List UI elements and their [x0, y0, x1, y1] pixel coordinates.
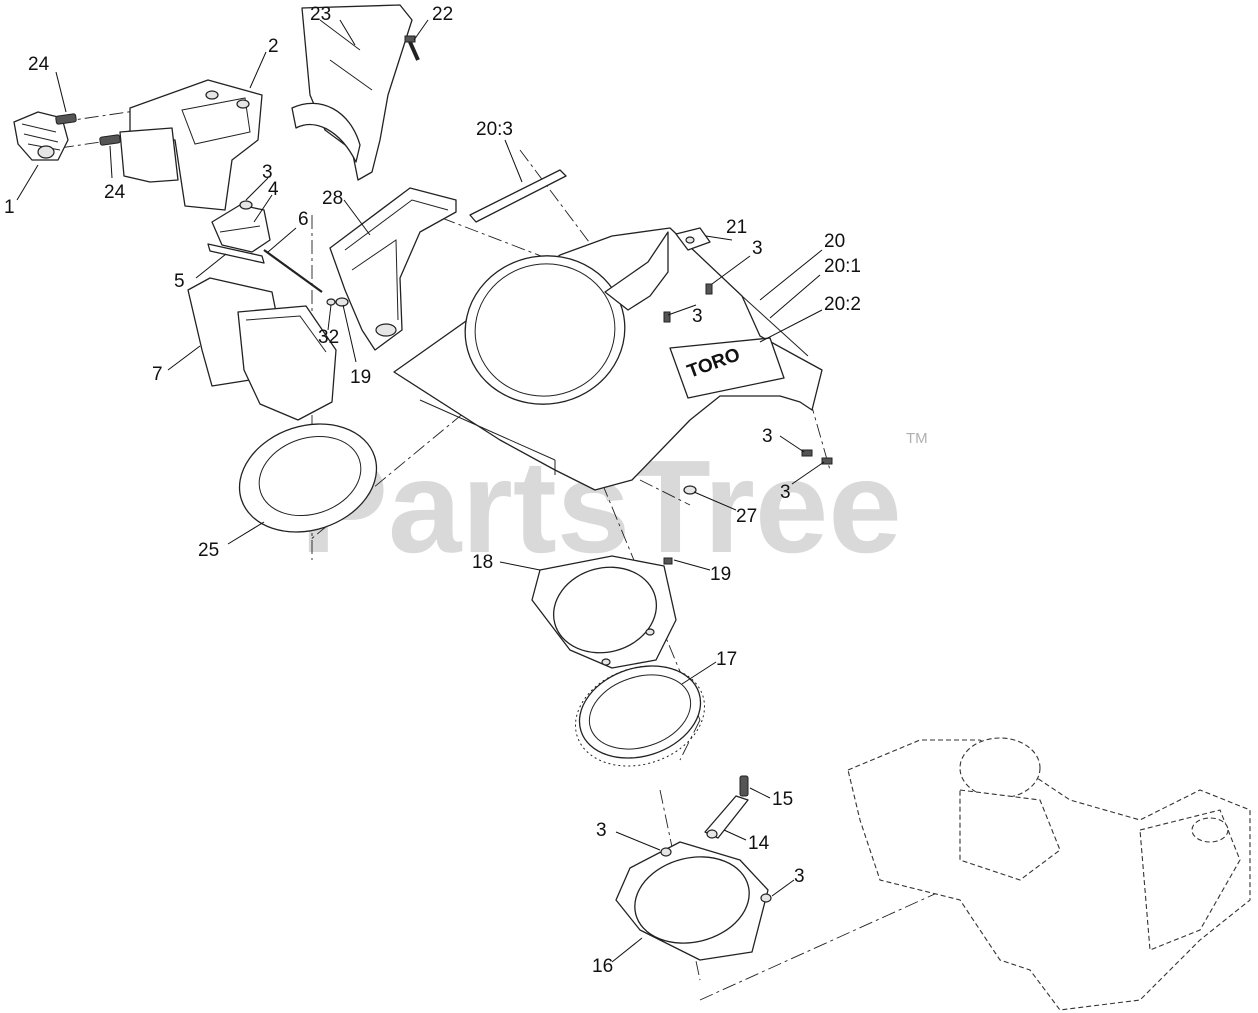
auger-housing-reference — [847, 737, 1251, 1011]
callout-3: 3 — [752, 238, 763, 259]
part-28-chute-housing — [329, 187, 457, 351]
callout-27: 27 — [736, 506, 757, 527]
callout-20: 20 — [824, 231, 845, 252]
part-23-chute-deflector — [291, 4, 413, 181]
part-24-springs — [55, 113, 121, 146]
callout-3: 3 — [780, 482, 791, 503]
callout-24: 24 — [104, 182, 126, 203]
callout-25: 25 — [198, 540, 219, 561]
part-17-ring-gear — [575, 665, 705, 767]
callout-21: 21 — [726, 217, 747, 238]
callout-19: 19 — [350, 367, 371, 388]
callout-3: 3 — [596, 820, 607, 841]
callout-24: 24 — [28, 54, 50, 75]
part-15-spring — [739, 775, 749, 797]
part-6-rod — [263, 249, 323, 293]
callout-20-2: 20:2 — [824, 294, 861, 315]
callout-23: 23 — [310, 4, 331, 25]
callout-2: 2 — [268, 36, 279, 57]
callout-15: 15 — [772, 789, 793, 810]
callout-28: 28 — [322, 188, 343, 209]
part-14-lever — [704, 795, 749, 839]
part-22-screw — [404, 35, 420, 61]
part-4-pivot-bracket — [211, 200, 271, 253]
leader-lines — [16, 19, 825, 963]
part-20-housing: TORO — [393, 227, 823, 491]
callout-labels: 1 2 3 3 3 3 3 3 3 4 5 6 7 14 15 16 17 18… — [4, 4, 861, 977]
callout-20-3: 20:3 — [476, 119, 513, 140]
part-21-bracket — [675, 227, 711, 251]
callout-32: 32 — [318, 327, 339, 348]
part-19-screw-upper — [335, 297, 349, 307]
part-25-gasket-ring — [238, 423, 378, 533]
part-1-knob — [13, 111, 69, 161]
callout-18: 18 — [472, 552, 493, 573]
part-16-bottom-plate — [615, 841, 772, 961]
callout-4: 4 — [268, 179, 279, 200]
callout-1: 1 — [4, 197, 15, 218]
callout-3: 3 — [794, 866, 805, 887]
part-7-cover — [187, 277, 337, 421]
callout-3: 3 — [692, 306, 703, 327]
part-18-mounting-plate — [531, 555, 677, 669]
callout-14: 14 — [748, 833, 770, 854]
part-20-3-strip — [469, 169, 567, 223]
part-19-screw-lower — [663, 557, 673, 565]
housing-screws — [663, 283, 833, 495]
callout-16: 16 — [592, 956, 613, 977]
callout-19: 19 — [710, 564, 731, 585]
callout-3: 3 — [762, 426, 773, 447]
part-32-washer — [326, 298, 336, 306]
part-2-control-panel — [119, 79, 263, 211]
callout-22: 22 — [432, 4, 453, 25]
callout-6: 6 — [298, 209, 309, 230]
watermark-trademark: TM — [906, 430, 928, 447]
callout-5: 5 — [174, 271, 185, 292]
callout-7: 7 — [152, 364, 163, 385]
part-5-shim — [207, 243, 265, 264]
callout-20-1: 20:1 — [824, 256, 861, 277]
callout-3: 3 — [262, 162, 273, 183]
callout-17: 17 — [716, 649, 737, 670]
